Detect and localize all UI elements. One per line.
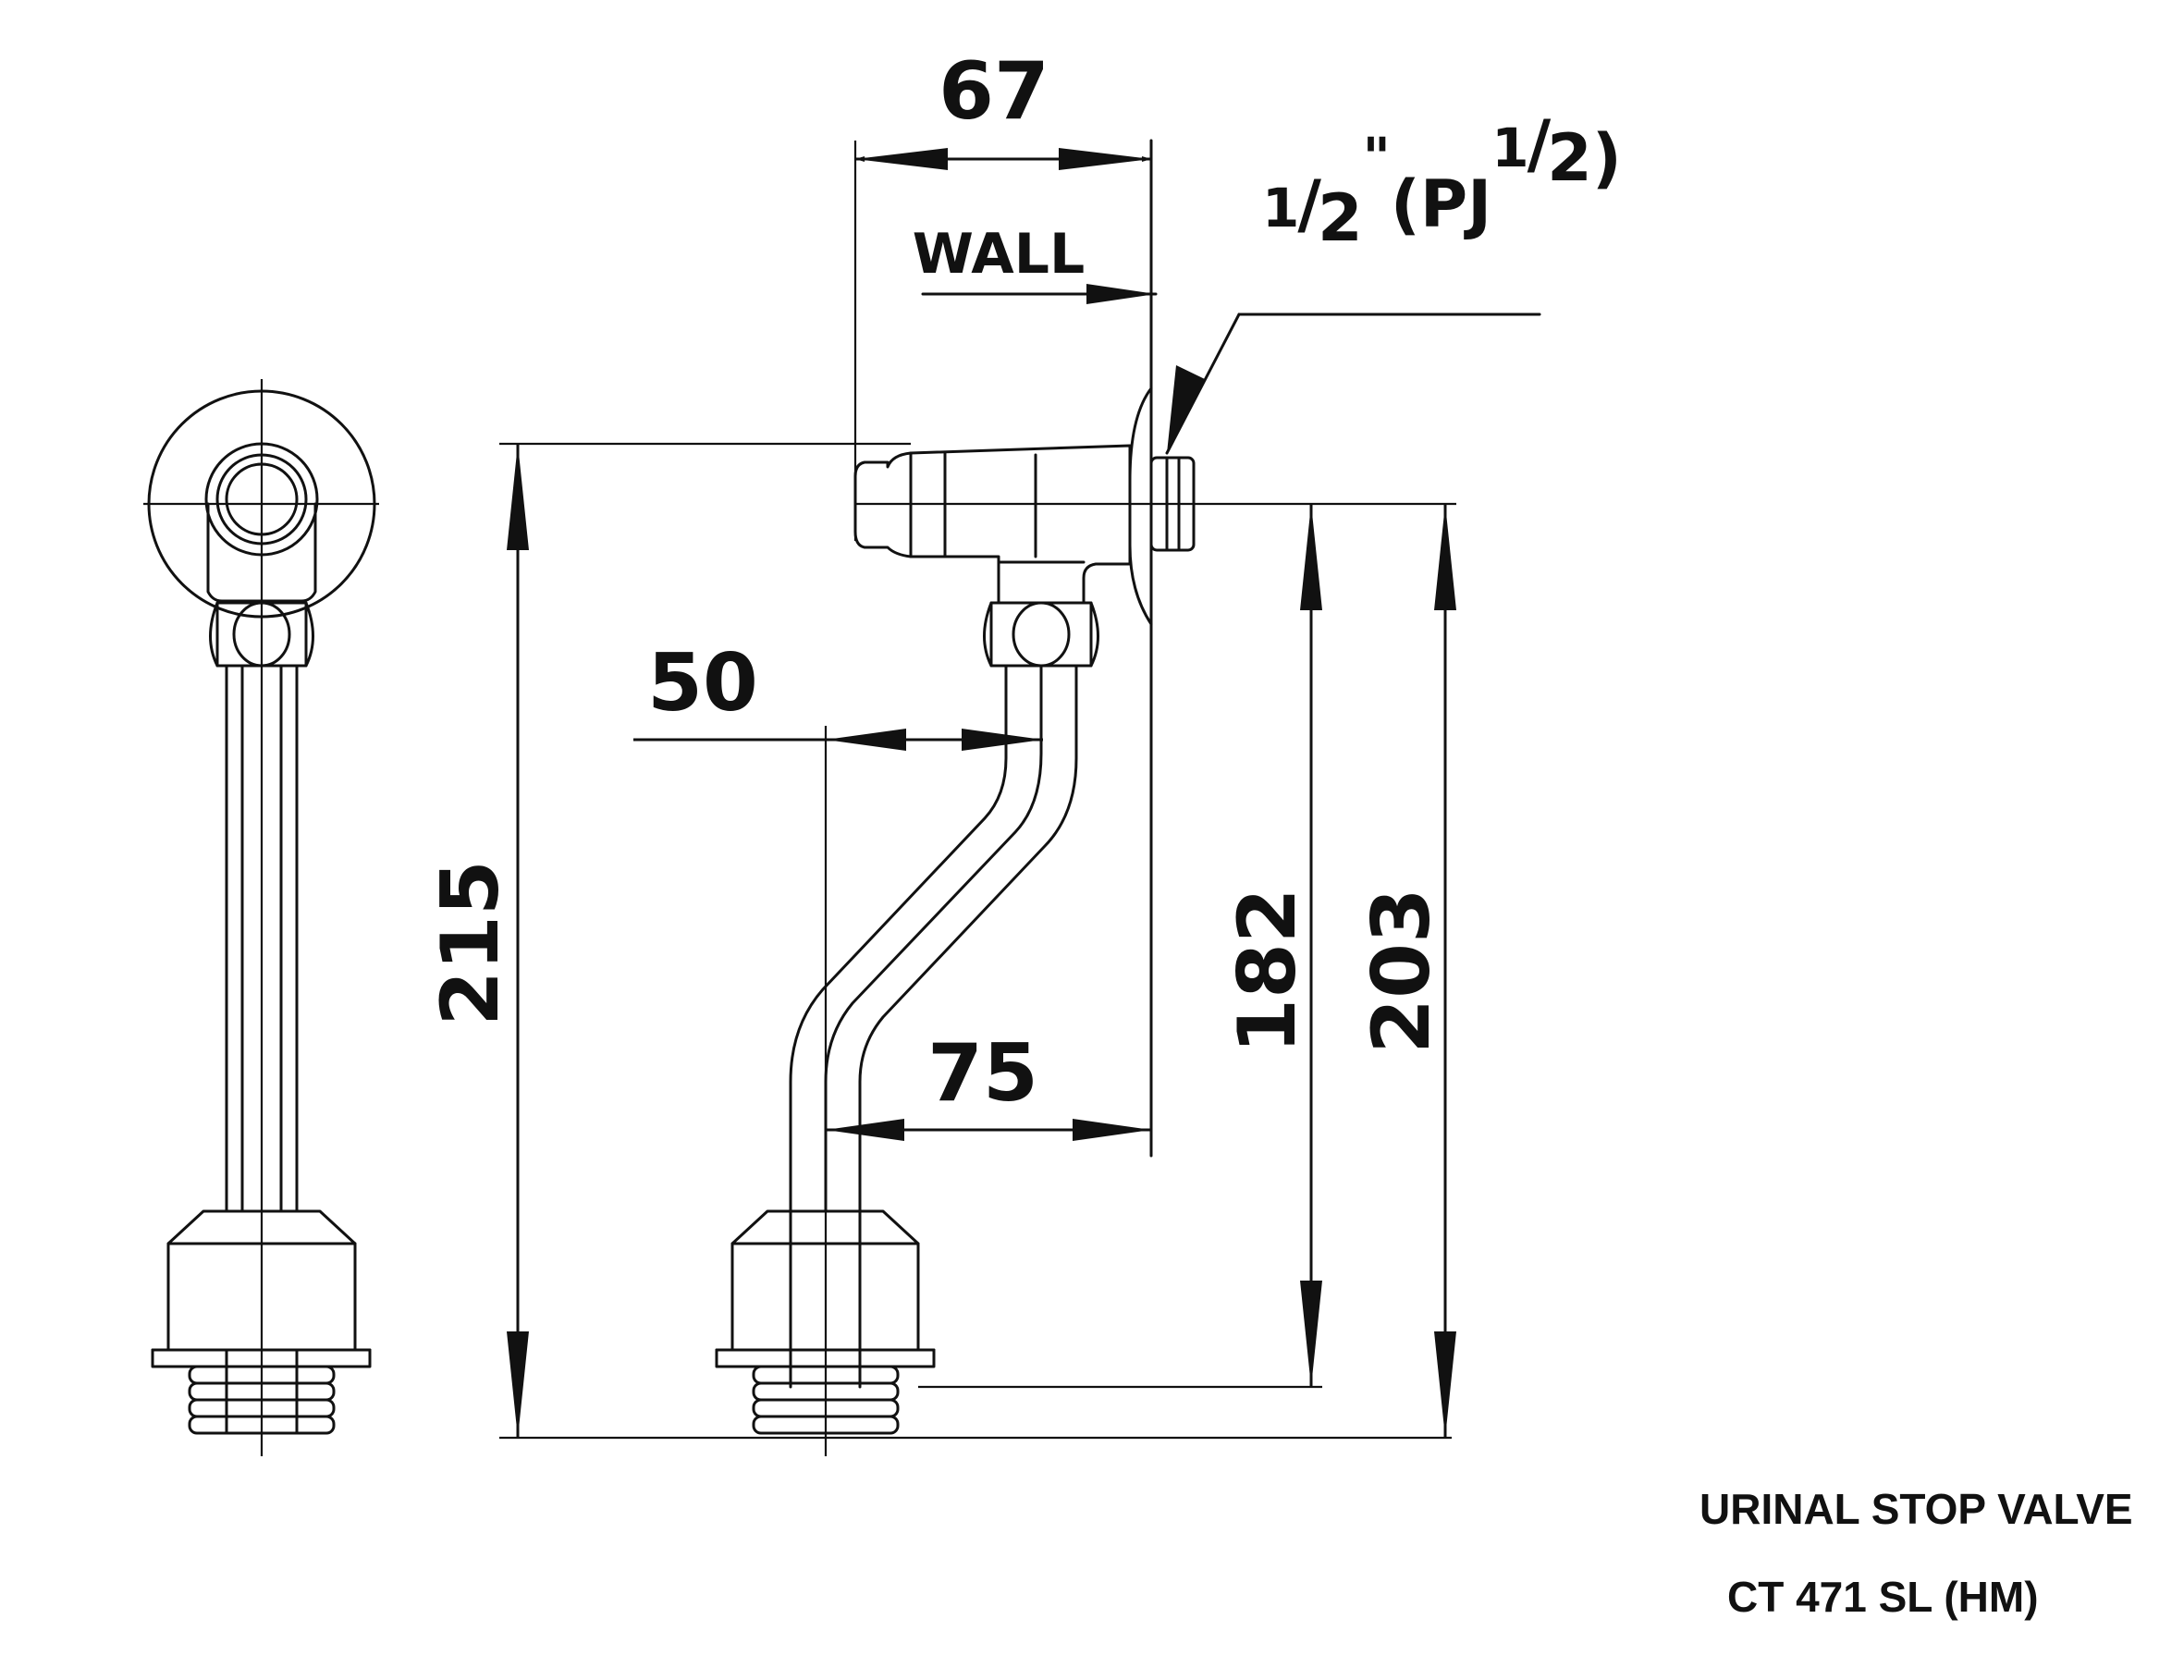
dim-203-label: 203 <box>1356 888 1448 1054</box>
product-name: URINAL STOP VALVE <box>1699 1485 2133 1533</box>
dim-75-label: 75 <box>927 1027 1038 1120</box>
thread-callout: 1/2"(PJ1/2) <box>1165 106 1622 455</box>
dim-203: 203 <box>1356 504 1456 1438</box>
dim-50-label: 50 <box>647 637 758 730</box>
dim-182-label: 182 <box>1221 888 1314 1054</box>
dim-182: 182 <box>1221 504 1322 1387</box>
front-view <box>143 379 379 1456</box>
title-block: URINAL STOP VALVE CT 471 SL (HM) <box>1699 1485 2133 1621</box>
dim-50: 50 <box>633 637 1043 751</box>
wall-label: WALL <box>913 222 1085 287</box>
product-code: CT 471 SL (HM) <box>1727 1573 2039 1621</box>
side-view <box>499 139 1456 1456</box>
wall-callout: WALL <box>913 222 1158 304</box>
dim-215-label: 215 <box>424 860 517 1026</box>
thread-size-label: 1/2"(PJ1/2) <box>1262 106 1622 256</box>
dim-215: 215 <box>424 444 529 1438</box>
dim-75: 75 <box>826 1027 1151 1141</box>
dim-67: 67 <box>855 45 1151 170</box>
dim-67-label: 67 <box>939 45 1049 138</box>
